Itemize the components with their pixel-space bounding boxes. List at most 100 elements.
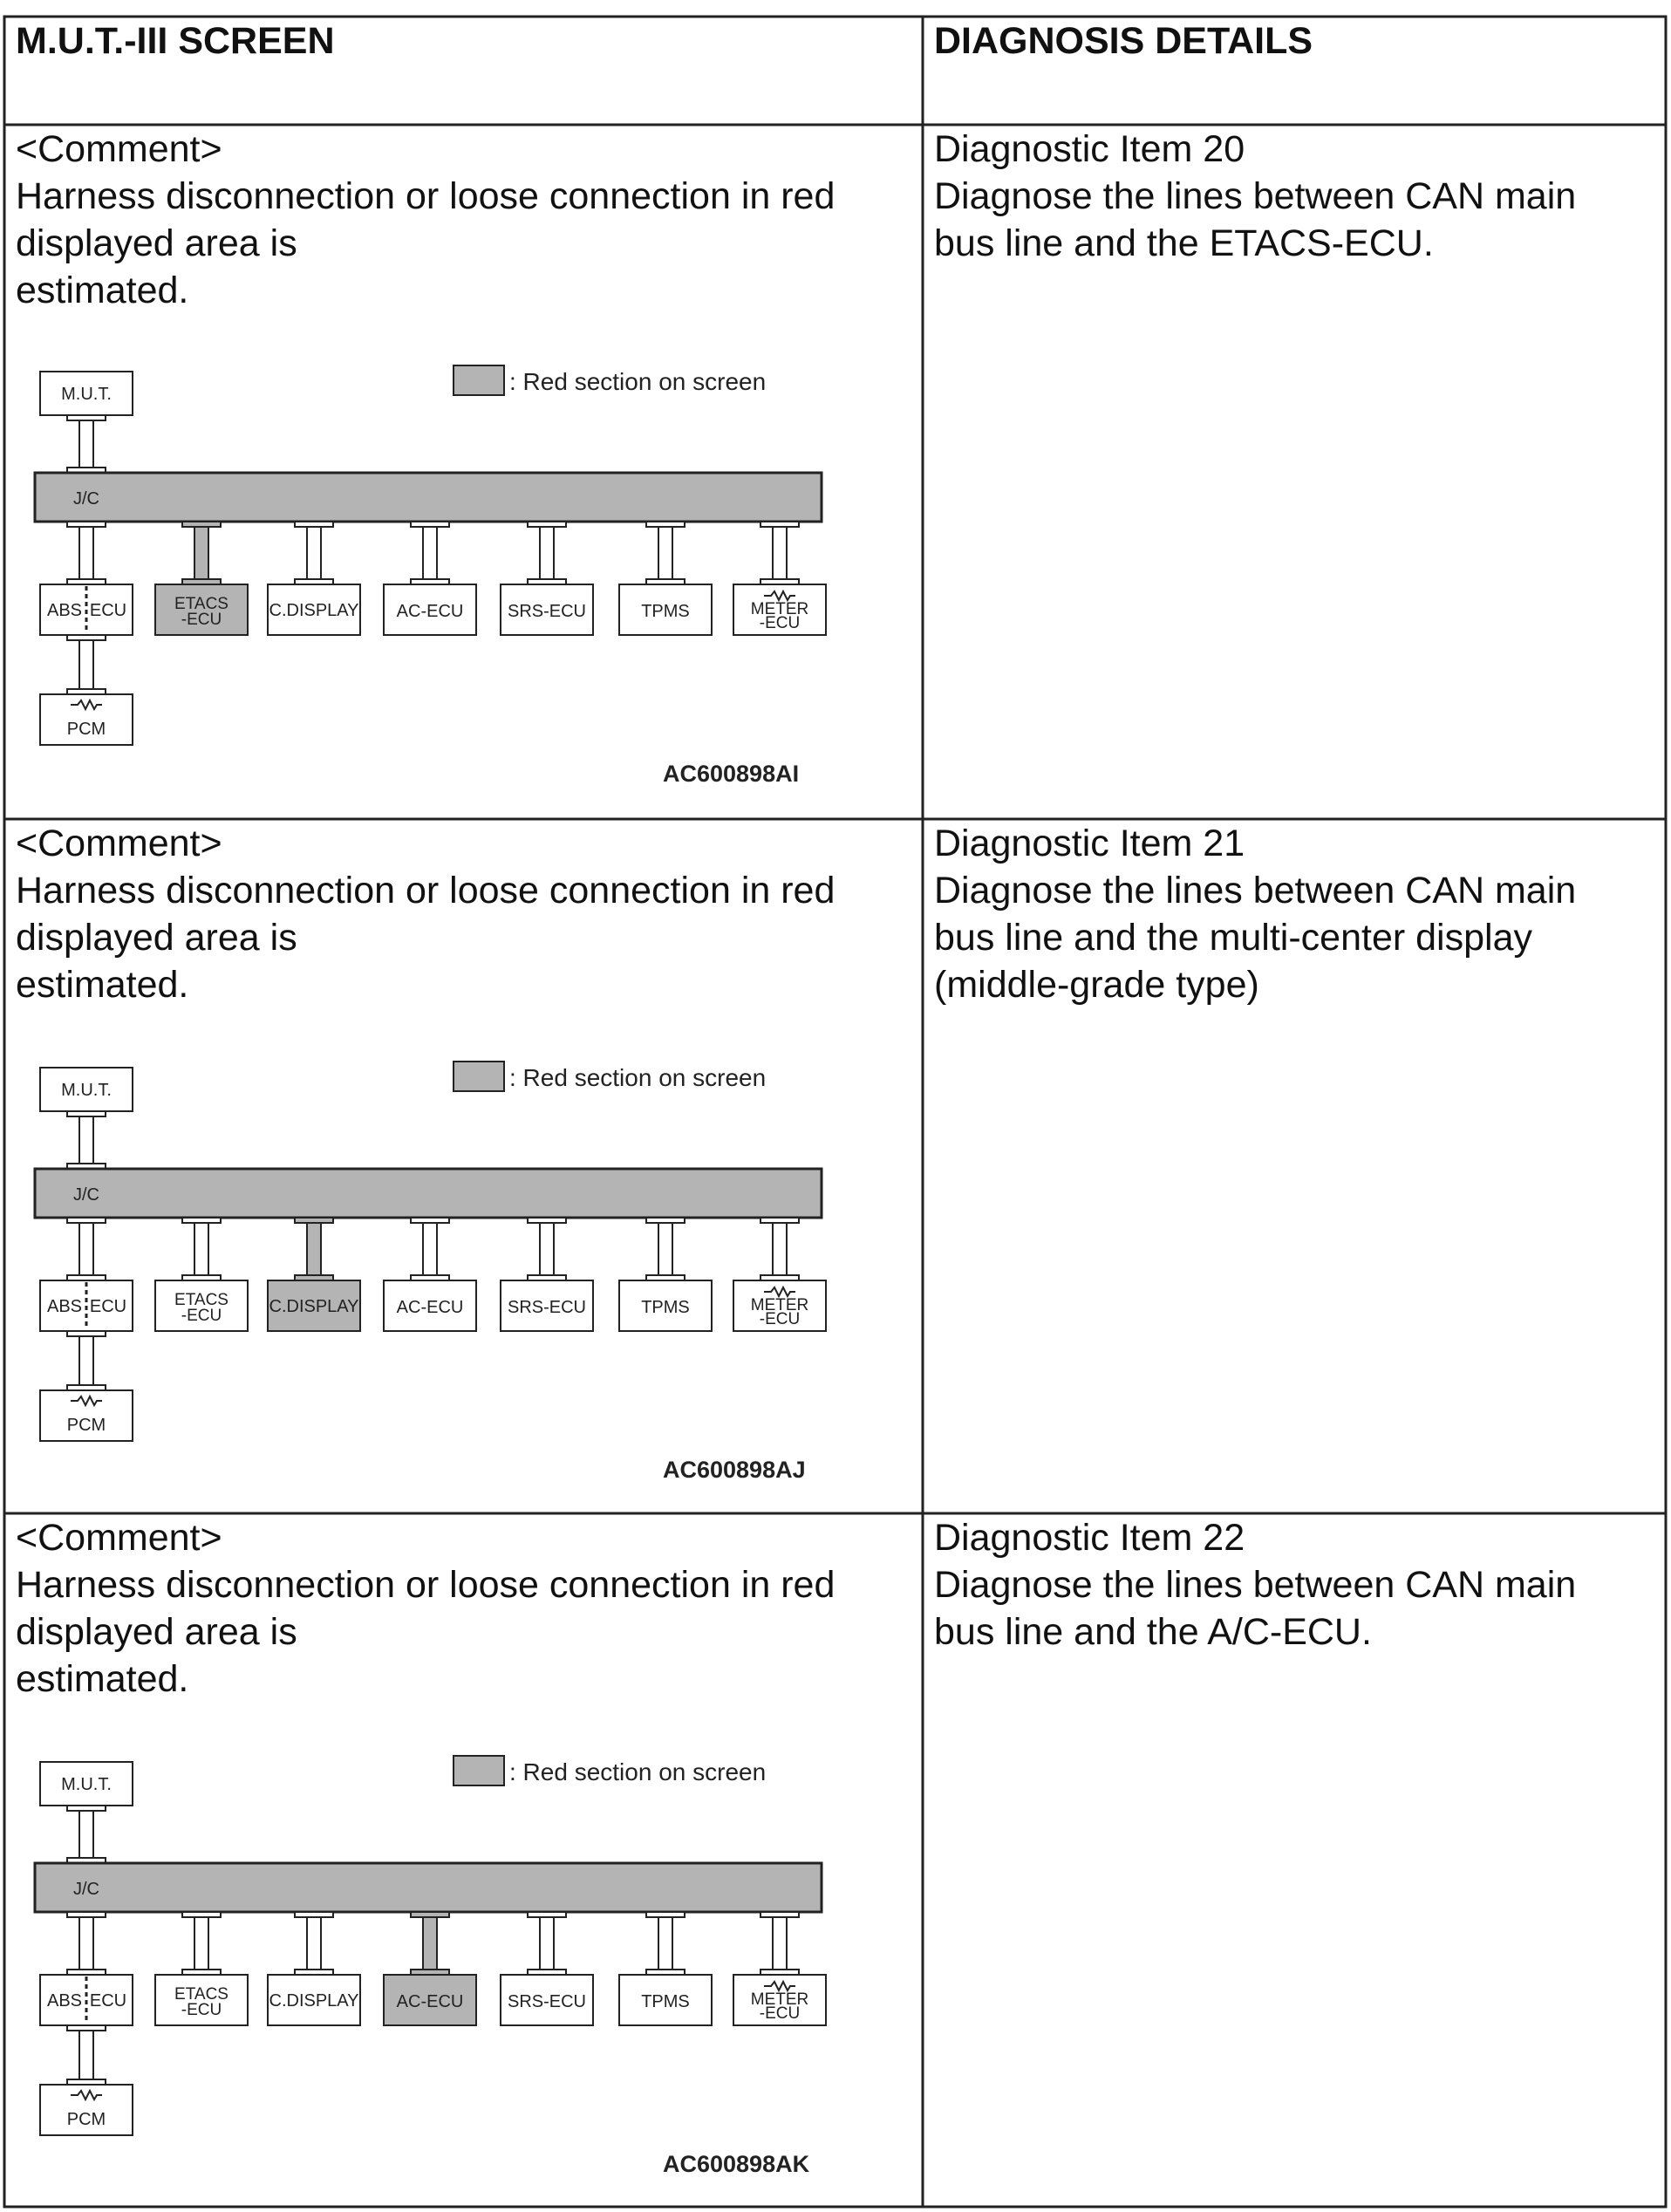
figure-id: AC600898AK	[663, 2151, 810, 2177]
comment-line: Harness disconnection or loose connectio…	[16, 1564, 836, 1606]
comment-line: displayed area is	[16, 1611, 297, 1653]
details-block: Diagnostic Item 20 Diagnose the lines be…	[934, 126, 1576, 267]
ecu-label: ABS	[47, 601, 82, 620]
legend-text: : Red section on screen	[509, 1064, 766, 1091]
connector-cap	[645, 521, 685, 528]
ecu-label: METER	[751, 600, 809, 618]
connector-cap	[66, 414, 106, 421]
resistor-icon	[71, 1394, 102, 1408]
mut-box	[39, 371, 133, 416]
connector-cap	[645, 1217, 685, 1224]
ecu-label: -ECU	[760, 1310, 800, 1328]
ecu-label: -ECU	[181, 2001, 222, 2019]
mut-label: M.U.T.	[61, 1081, 112, 1100]
pcm-box	[39, 2084, 133, 2136]
ecu-box	[383, 584, 477, 636]
connector-cap	[66, 1330, 106, 1337]
ecu-label: -ECU	[181, 611, 222, 629]
ecu-label: METER	[751, 1990, 809, 2009]
ecu-box	[267, 1974, 361, 2026]
pcm-label: PCM	[67, 720, 106, 739]
legend-swatch	[453, 1061, 505, 1092]
ecu-label: SRS-ECU	[508, 602, 586, 621]
legend-swatch	[453, 365, 505, 396]
connector-wire-red	[306, 1222, 322, 1276]
ecu-box	[618, 1974, 713, 2026]
comment-block: <Comment> Harness disconnection or loose…	[16, 126, 835, 314]
comment-line: <Comment>	[16, 823, 222, 864]
connector-wire-red	[422, 1916, 438, 1970]
connector-cap	[410, 521, 450, 528]
connector-cap	[760, 1911, 800, 1918]
ecu-label: SRS-ECU	[508, 1992, 586, 2011]
resistor-icon	[71, 2088, 102, 2102]
figure-id: AC600898AI	[663, 761, 799, 787]
ecu-box	[733, 584, 827, 636]
ecu-label: ETACS	[174, 1291, 228, 1309]
comment-block: <Comment> Harness disconnection or loose…	[16, 1514, 835, 1703]
ecu-label: C.DISPLAY	[269, 601, 359, 620]
connector-wire-red	[194, 526, 209, 580]
ecu-box	[618, 584, 713, 636]
ecu-label: ECU	[90, 601, 126, 620]
ecu-label: SRS-ECU	[508, 1298, 586, 1317]
connector-cap	[66, 1805, 106, 1812]
comment-line: Harness disconnection or loose connectio…	[16, 175, 836, 217]
resistor-icon	[764, 1285, 795, 1299]
resistor-icon	[764, 1979, 795, 1993]
resistor-icon	[764, 589, 795, 603]
pcm-box	[39, 1389, 133, 1442]
legend-swatch	[453, 1755, 505, 1786]
pcm-label: PCM	[67, 2110, 106, 2129]
details-line: Diagnose the lines between CAN main	[934, 175, 1577, 217]
connector-cap	[527, 1911, 567, 1918]
ecu-label: -ECU	[181, 1307, 222, 1325]
mut-label: M.U.T.	[61, 1775, 112, 1794]
jc-label: J/C	[73, 489, 99, 509]
ecu-label: ABS	[47, 1991, 82, 2011]
ecu-label: TPMS	[641, 1992, 690, 2011]
connector-cap	[66, 521, 106, 528]
connector-cap	[66, 1217, 106, 1224]
mut-box	[39, 1761, 133, 1806]
comment-line: estimated.	[16, 964, 189, 1006]
connector-cap	[181, 1217, 222, 1224]
comment-line: displayed area is	[16, 222, 297, 264]
comment-line: estimated.	[16, 1658, 189, 1700]
ecu-label: TPMS	[641, 1298, 690, 1317]
jc-bar	[33, 471, 823, 523]
ecu-box	[618, 1280, 713, 1332]
connector-cap	[66, 1110, 106, 1117]
details-line: Diagnostic Item 20	[934, 128, 1245, 170]
ecu-label: ETACS	[174, 595, 228, 613]
resistor-icon	[71, 698, 102, 712]
ecu-label: TPMS	[641, 602, 690, 621]
ecu-label: ECU	[90, 1297, 126, 1316]
connector-cap	[645, 1911, 685, 1918]
comment-line: displayed area is	[16, 917, 297, 959]
ecu-label: AC-ECU	[397, 1298, 464, 1317]
comment-line: <Comment>	[16, 128, 222, 170]
ecu-box	[500, 584, 594, 636]
ecu-box	[154, 1280, 249, 1332]
ecu-box	[267, 584, 361, 636]
legend-text: : Red section on screen	[509, 368, 766, 395]
connector-cap	[66, 2024, 106, 2031]
header-details: DIAGNOSIS DETAILS	[934, 20, 1313, 62]
connector-cap	[294, 521, 334, 528]
comment-line: estimated.	[16, 270, 189, 311]
ecu-box	[500, 1280, 594, 1332]
header-screen: M.U.T.-III SCREEN	[16, 20, 335, 62]
connector-cap	[410, 1217, 450, 1224]
connector-cap	[181, 1911, 222, 1918]
details-block: Diagnostic Item 21 Diagnose the lines be…	[934, 820, 1576, 1008]
jc-label: J/C	[73, 1880, 99, 1899]
ecu-box	[733, 1974, 827, 2026]
ecu-label: -ECU	[760, 2004, 800, 2023]
ecu-label: METER	[751, 1296, 809, 1314]
details-line: Diagnose the lines between CAN main	[934, 1564, 1577, 1606]
ecu-label: AC-ECU	[397, 1992, 464, 2011]
